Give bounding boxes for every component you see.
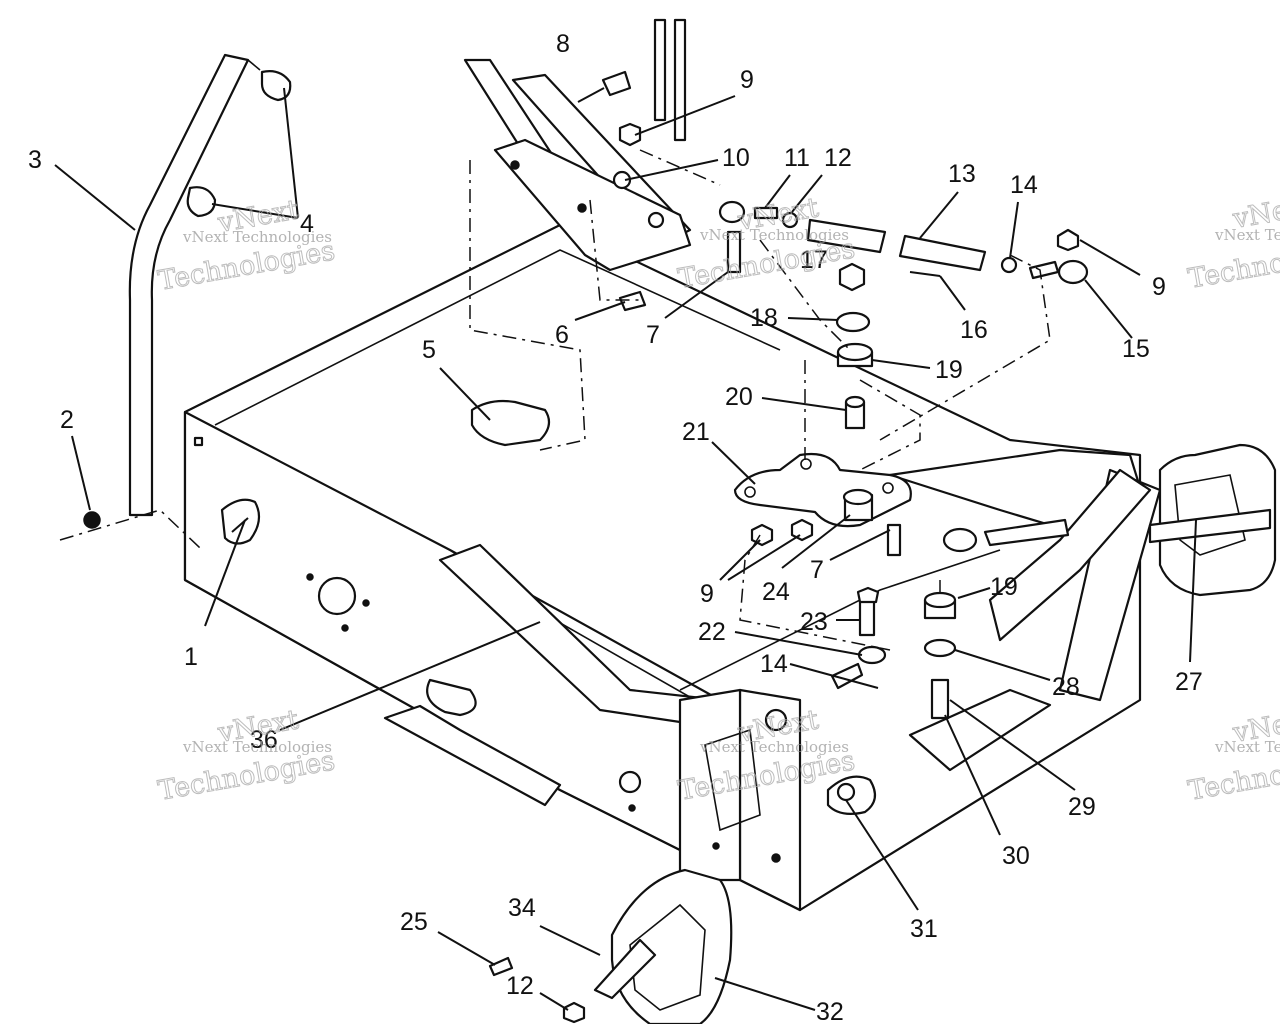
callout-25: 25 — [400, 908, 428, 936]
callout-29: 29 — [1068, 793, 1096, 821]
callout-9a: 9 — [740, 66, 754, 94]
callout-23: 23 — [800, 608, 828, 636]
watermark-bottom-right: vNext vNext Technologies Technologies — [1185, 704, 1280, 808]
leader-lines — [54, 87, 1197, 1011]
callout-12a: 12 — [824, 144, 852, 172]
callout-28: 28 — [1052, 673, 1080, 701]
watermark-line1: vNext Technologies — [1214, 226, 1280, 244]
watermark-line1: vNext Technologies — [699, 226, 849, 244]
callout-16: 16 — [960, 316, 988, 344]
callout-12b: 12 — [506, 972, 534, 1000]
callout-3: 3 — [28, 146, 42, 174]
callout-9b: 9 — [1152, 273, 1166, 301]
callout-24: 24 — [762, 578, 790, 606]
callout-10: 10 — [722, 144, 750, 172]
callout-21: 21 — [682, 418, 710, 446]
callout-4: 4 — [300, 210, 314, 238]
callout-7b: 7 — [810, 556, 824, 584]
callout-2: 2 — [60, 406, 74, 434]
watermark-line1: vNext Technologies — [699, 738, 849, 756]
callout-18: 18 — [750, 304, 778, 332]
watermark-bottom-left: vNext vNext Technologies Technologies — [155, 704, 337, 808]
steering-post — [83, 53, 292, 529]
watermark-line1: vNext Technologies — [182, 738, 332, 756]
callout-1: 1 — [184, 643, 198, 671]
linkage-parts — [220, 70, 1089, 1024]
callout-9c: 9 — [700, 580, 714, 608]
watermark-line1: vNext Technologies — [1214, 738, 1280, 756]
callout-36: 36 — [250, 726, 278, 754]
callout-14b: 14 — [760, 650, 788, 678]
watermark-line1: vNext Technologies — [182, 228, 332, 246]
callout-22: 22 — [698, 618, 726, 646]
callout-19a: 19 — [935, 356, 963, 384]
callout-14a: 14 — [1010, 171, 1038, 199]
callout-8: 8 — [556, 30, 570, 58]
callout-5: 5 — [422, 336, 436, 364]
callout-11: 11 — [784, 144, 810, 172]
steering-column — [463, 18, 692, 272]
callout-6: 6 — [555, 321, 569, 349]
callout-20: 20 — [725, 383, 753, 411]
callout-labels: 1 2 3 4 5 6 7 7 8 9 9 9 10 11 12 13 14 1… — [28, 30, 1203, 1024]
callout-19b: 19 — [990, 573, 1018, 601]
callout-7a: 7 — [646, 321, 660, 349]
chassis-body — [183, 223, 1277, 912]
callout-31: 31 — [910, 915, 938, 943]
watermark-top-right: vNext vNext Technologies Technologies — [1185, 190, 1280, 296]
callout-34: 34 — [508, 894, 536, 922]
callout-13: 13 — [948, 160, 976, 188]
watermark-top-center: vNext vNext Technologies Technologies — [675, 192, 857, 296]
callout-17: 17 — [800, 246, 828, 274]
callout-32: 32 — [816, 998, 844, 1024]
callout-15: 15 — [1122, 335, 1150, 363]
callout-30: 30 — [1002, 842, 1030, 870]
callout-27: 27 — [1175, 668, 1203, 696]
